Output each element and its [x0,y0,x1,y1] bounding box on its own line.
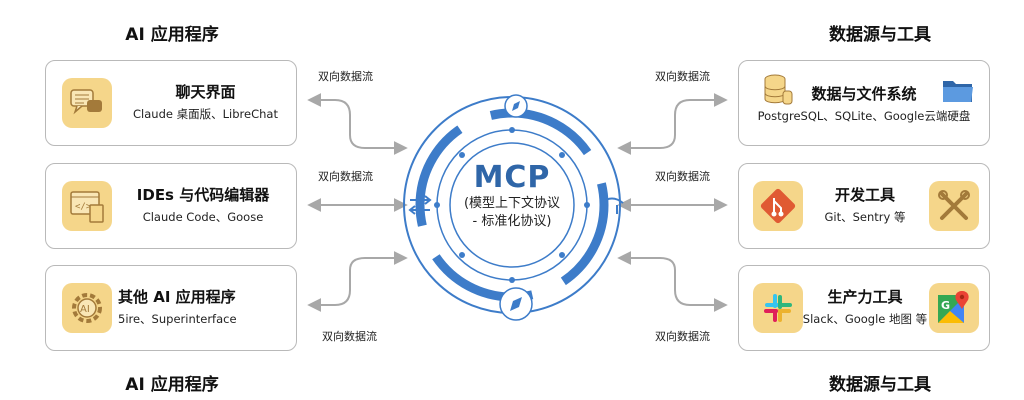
box-subtitle: PostgreSQL、SQLite、Google云端硬盘 [757,109,971,123]
left-title-bottom: AI 应用程序 [125,375,219,395]
svg-text:G: G [941,299,950,312]
connection-icon [600,197,624,214]
box-subtitle: Slack、Google 地图 等 [802,312,928,326]
box-productivity-tools: G 生产力工具 Slack、Google 地图 等 [738,265,990,351]
box-title: 其他 AI 应用程序 [118,288,236,306]
compass-icon-bottom [499,287,533,321]
database-icon [763,73,793,111]
mcp-center: MCP (模型上下文协议 - 标准化协议) [412,100,612,231]
slack-icon [753,283,803,333]
flow-label: 双向数据流 [318,70,373,83]
flow-label: 双向数据流 [655,70,710,83]
box-chat-interfaces: 聊天界面 Claude 桌面版、LibreChat [45,60,297,146]
arrow-right-bottom [617,251,728,312]
git-icon [753,181,803,231]
box-subtitle: Claude Code、Goose [142,210,264,224]
flow-label: 双向数据流 [655,170,710,183]
code-editor-icon: </> [62,181,112,231]
mcp-subtitle-2: - 标准化协议) [472,214,552,229]
box-ides: </> IDEs 与代码编辑器 Claude Code、Goose [45,163,297,249]
box-subtitle: Git、Sentry 等 [824,210,906,224]
flow-label: 双向数据流 [322,330,377,343]
flow-label: 双向数据流 [318,170,373,183]
svg-text:</>: </> [75,202,92,212]
arrow-left-bottom [307,251,408,312]
box-dev-tools: 开发工具 Git、Sentry 等 [738,163,990,249]
folder-icon [941,75,975,109]
arrow-right-top [617,93,728,155]
arrow-left-top [307,93,408,155]
mcp-title: MCP [473,160,551,195]
chat-bubbles-icon [62,78,112,128]
box-title: 开发工具 [834,186,895,204]
box-title: 数据与文件系统 [811,85,917,103]
svg-text:AI: AI [80,304,90,315]
box-data-filesystems: 数据与文件系统 PostgreSQL、SQLite、Google云端硬盘 [738,60,990,146]
left-title-top: AI 应用程序 [125,25,219,45]
right-title-top: 数据源与工具 [829,25,931,45]
box-subtitle: 5ire、Superinterface [118,312,237,326]
box-title: 生产力工具 [827,288,903,306]
right-title-bottom: 数据源与工具 [829,375,931,395]
box-title: IDEs 与代码编辑器 [136,186,270,204]
wrench-screwdriver-icon [929,181,979,231]
flow-label: 双向数据流 [655,330,710,343]
box-subtitle: Claude 桌面版、LibreChat [133,107,278,121]
ai-gear-icon: AI [62,283,112,333]
google-maps-icon: G [929,283,979,333]
compass-icon-top [504,94,528,118]
mcp-subtitle-1: (模型上下文协议 [463,196,561,211]
box-other-ai-apps: AI 其他 AI 应用程序 5ire、Superinterface [45,265,297,351]
box-title: 聊天界面 [175,83,236,101]
exchange-arrows-icon [408,195,432,215]
